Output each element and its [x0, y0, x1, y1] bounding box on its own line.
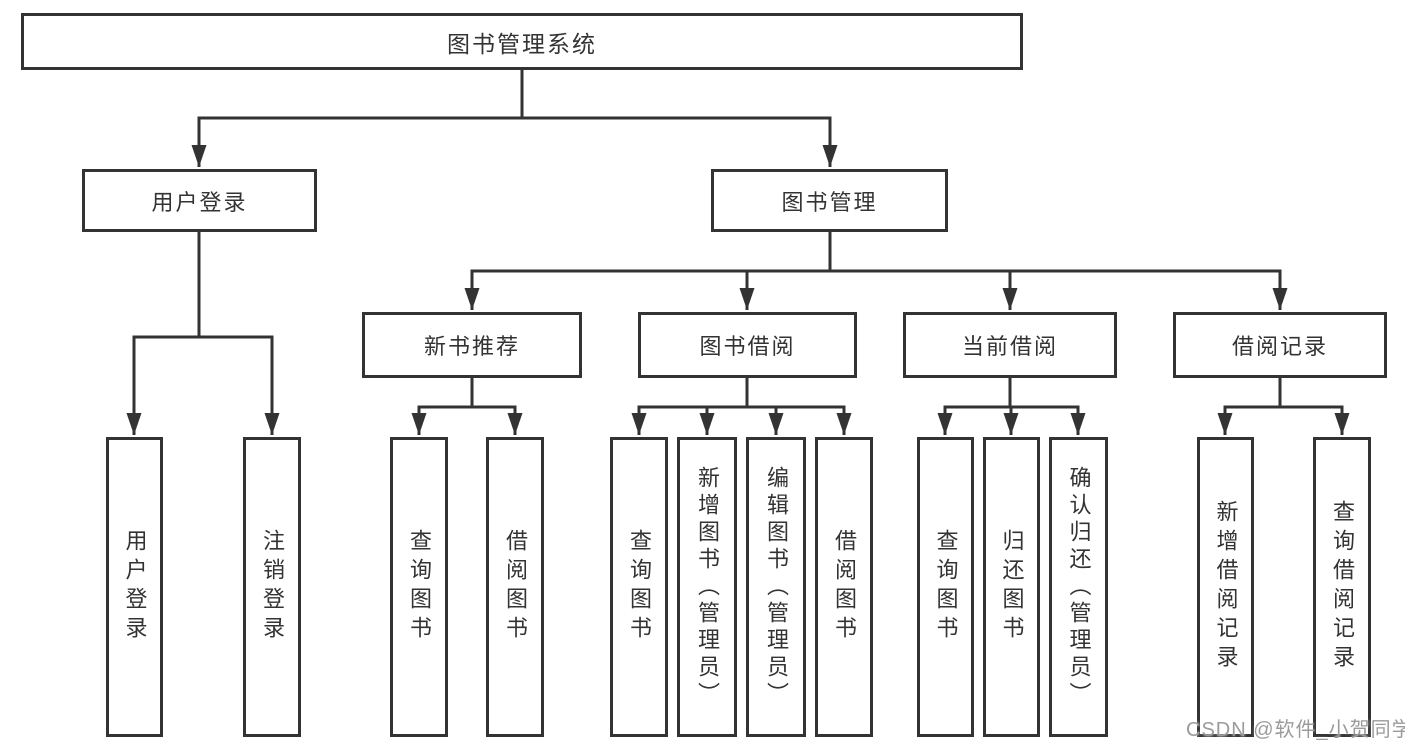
node-label: 用户登录: [122, 529, 148, 645]
node-nb-borrow-books: 借阅图书: [486, 437, 544, 737]
node-new-book-rec: 新书推荐: [362, 312, 582, 378]
node-book-borrow: 图书借阅: [638, 312, 857, 378]
node-book-mgmt: 图书管理: [711, 169, 948, 232]
node-label: 查询图书: [933, 529, 959, 645]
node-bb-borrow-books: 借阅图书: [815, 437, 873, 737]
node-label: 编辑图书（管理员）: [764, 465, 789, 709]
node-label: 确认归还（管理员）: [1066, 465, 1092, 709]
node-br-query-record: 查询借阅记录: [1313, 437, 1371, 737]
node-root: 图书管理系统: [21, 13, 1023, 70]
node-label: 归还图书: [999, 529, 1025, 645]
node-label: 查询借阅记录: [1330, 500, 1355, 674]
node-label: 查询图书: [407, 529, 432, 645]
node-cb-confirm-return: 确认归还（管理员）: [1049, 437, 1108, 737]
node-label: 借阅图书: [503, 529, 528, 645]
node-ul-logout: 注销登录: [243, 437, 301, 737]
node-cb-return-books: 归还图书: [983, 437, 1040, 737]
node-cb-query-books: 查询图书: [917, 437, 974, 737]
node-label: 新增借阅记录: [1213, 500, 1239, 674]
node-nb-query-books: 查询图书: [390, 437, 448, 737]
node-label: 借阅图书: [832, 529, 857, 645]
node-label: 查询图书: [627, 529, 652, 645]
node-user-login: 用户登录: [82, 169, 317, 232]
node-bb-query-books: 查询图书: [610, 437, 668, 737]
node-bb-edit-books: 编辑图书（管理员）: [746, 437, 806, 737]
node-label: 新增图书（管理员）: [695, 465, 720, 709]
node-borrow-records: 借阅记录: [1173, 312, 1387, 378]
node-current-borrow: 当前借阅: [903, 312, 1117, 378]
node-bb-add-books: 新增图书（管理员）: [677, 437, 737, 737]
node-label: 注销登录: [260, 529, 285, 645]
node-ul-user-login: 用户登录: [106, 437, 163, 737]
node-br-add-record: 新增借阅记录: [1197, 437, 1254, 737]
csdn-watermark: CSDN @软件_小贺同学: [1186, 719, 1405, 741]
